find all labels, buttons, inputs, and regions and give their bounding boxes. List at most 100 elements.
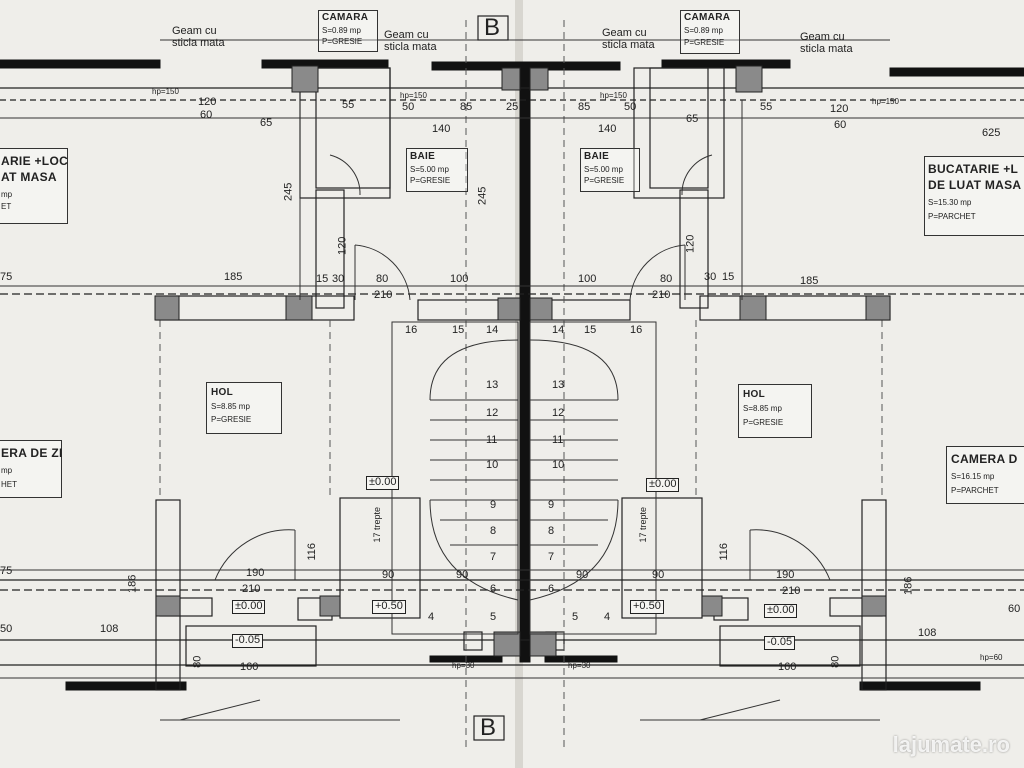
stair-step: 4 <box>604 611 611 623</box>
dim-label: 108 <box>100 623 119 635</box>
dim-label: 50 <box>624 101 637 113</box>
dim-label: 25 <box>506 101 519 113</box>
dashed-axes <box>159 20 883 750</box>
stair-step: 12 <box>486 407 499 419</box>
section-mark-bottom: B <box>480 714 497 741</box>
dim-label: 90 <box>382 569 395 581</box>
dim-label: 90 <box>576 569 589 581</box>
stair-step: 16 <box>405 324 418 336</box>
section-mark-top: B <box>484 14 501 41</box>
room-label-bucatarie-left: ARIE +LOC AT MASA mp ET <box>0 148 68 224</box>
dim-label: 210 <box>242 583 261 595</box>
room-label-camera-left: ERA DE ZI mp HET <box>0 440 62 498</box>
room-label-hol-right: HOL S=8.85 mp P=GRESIE <box>738 384 812 438</box>
stair-step: 9 <box>490 499 497 511</box>
dim-label: 60 <box>1008 603 1021 615</box>
dim-label: 120 <box>830 103 849 115</box>
stair-step: 13 <box>552 379 565 391</box>
stair-step: 12 <box>552 407 565 419</box>
stair-step: 6 <box>490 583 497 595</box>
stair-step: 11 <box>552 434 564 446</box>
stair-step: 14 <box>552 324 565 336</box>
dim-label: 65 <box>260 117 273 129</box>
dim-label: 85 <box>460 101 473 113</box>
window-note-1: Geam cu sticla mata <box>172 25 225 49</box>
window-note-4: Geam cu sticla mata <box>800 31 853 55</box>
window-note-2: Geam cu sticla mata <box>384 29 437 53</box>
dim-label: 186 <box>126 574 139 593</box>
stair-step: 10 <box>552 459 565 471</box>
stair-step: 7 <box>548 551 555 563</box>
dim-label: 60 <box>200 109 213 121</box>
dim-label: 80 <box>829 655 842 668</box>
dim-label: 30 <box>332 273 345 285</box>
section-markers <box>473 15 509 741</box>
dim-label: 100 <box>578 273 597 285</box>
note-hp30-2: hp=30 <box>568 661 591 670</box>
dim-label: 140 <box>432 123 451 135</box>
dim-label: 108 <box>918 627 937 639</box>
note-hp60: hp=60 <box>980 653 1003 662</box>
note-trepte-left: 17 trepte <box>372 506 383 543</box>
stair-step: 8 <box>490 525 497 537</box>
stair-step: 7 <box>490 551 497 563</box>
stair-step: 10 <box>486 459 499 471</box>
level-left-3: +0.50 <box>372 600 406 614</box>
level-right-2: ±0.00 <box>764 604 798 618</box>
dim-label: 186 <box>902 576 915 595</box>
dim-label: 75 <box>0 271 13 283</box>
stair-step: 16 <box>630 324 643 336</box>
dim-label: 30 <box>704 271 717 283</box>
level-left-2: ±0.00 <box>232 600 266 614</box>
columns <box>154 65 891 657</box>
stair-step: 9 <box>548 499 555 511</box>
door-swings <box>214 154 831 581</box>
note-hp150-2: hp=150 <box>400 91 427 100</box>
stair-step: 6 <box>548 583 555 595</box>
dim-label: 625 <box>982 127 1001 139</box>
level-right-3: +0.50 <box>630 600 664 614</box>
dim-label: 210 <box>782 585 801 597</box>
dim-label: 116 <box>306 543 318 561</box>
stair-step: 15 <box>452 324 465 336</box>
dim-label: 80 <box>376 273 389 285</box>
dim-label: 90 <box>456 569 469 581</box>
stair-step: 5 <box>490 611 497 623</box>
dim-label: 160 <box>240 661 259 673</box>
dim-label: 55 <box>342 99 355 111</box>
dim-label: 50 <box>0 623 13 635</box>
stair-step: 13 <box>486 379 499 391</box>
note-hp150-4: hp=150 <box>872 97 899 106</box>
dim-label: 120 <box>684 234 697 253</box>
level-right-4: -0.05 <box>764 636 796 650</box>
dim-label: 80 <box>660 273 673 285</box>
stair-step: 5 <box>572 611 579 623</box>
dim-label: 210 <box>374 289 393 301</box>
dim-label: 90 <box>652 569 665 581</box>
dim-label: 120 <box>336 236 349 255</box>
dim-label: 60 <box>834 119 847 131</box>
dim-label: 15 <box>316 273 329 285</box>
level-left-4: -0.05 <box>232 634 264 648</box>
dim-label: 245 <box>476 186 489 205</box>
note-hp30-1: hp=30 <box>452 661 475 670</box>
room-label-bucatarie-right: BUCATARIE +L DE LUAT MASA S=15.30 mp P=P… <box>924 156 1024 236</box>
note-trepte-right: 17 trepte <box>638 506 649 543</box>
dim-label: 80 <box>191 655 204 668</box>
dim-label: 210 <box>652 289 671 301</box>
paper-fold <box>515 0 523 768</box>
room-label-baie-right: BAIE S=5.00 mp P=GRESIE <box>580 148 640 192</box>
stair-step: 14 <box>486 324 499 336</box>
note-hp150-1: hp=150 <box>152 87 179 96</box>
dim-label: 65 <box>686 113 699 125</box>
exterior-walls <box>0 59 1024 691</box>
dim-label: 120 <box>198 96 217 108</box>
room-label-camera-right: CAMERA D S=16.15 mp P=PARCHET <box>946 446 1024 504</box>
note-hp150-3: hp=150 <box>600 91 627 100</box>
dim-label: 140 <box>598 123 617 135</box>
stair-step: 4 <box>428 611 435 623</box>
dim-label: 15 <box>722 271 735 283</box>
dim-label: 160 <box>778 661 797 673</box>
dim-label: 55 <box>760 101 773 113</box>
